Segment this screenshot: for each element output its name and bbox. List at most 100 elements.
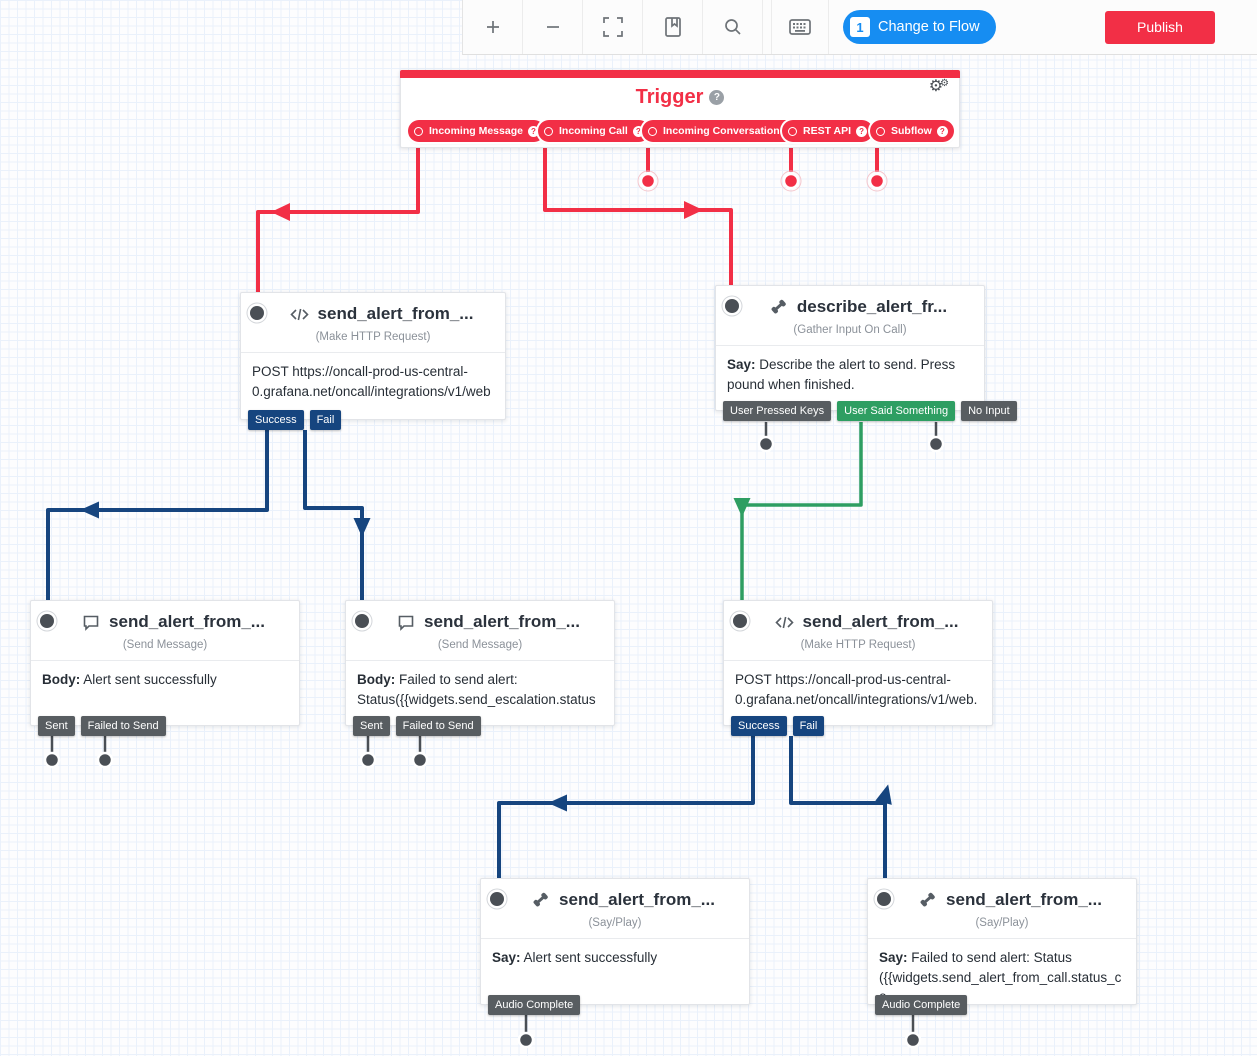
- help-icon[interactable]: ?: [527, 125, 539, 137]
- connector-incoming-call: [543, 141, 733, 286]
- entry-dot[interactable]: [250, 306, 264, 320]
- transition-tag-no-input[interactable]: No Input: [961, 401, 1017, 421]
- endpoint-dot-failed-2[interactable]: [411, 751, 429, 769]
- divider: [241, 352, 505, 353]
- transition-tag-audio-complete[interactable]: Audio Complete: [488, 995, 581, 1015]
- widget-send-alert-message-fail[interactable]: send_alert_from_... (Send Message) Body:…: [345, 600, 615, 736]
- arrow-down-icon: [733, 498, 751, 517]
- widget-title: send_alert_from_...: [317, 304, 474, 323]
- flow-count-badge: 1: [850, 17, 870, 37]
- arrow-up-icon: [875, 784, 892, 805]
- widget-say-fail[interactable]: send_alert_from_... (Say/Play) Say: Fail…: [867, 878, 1137, 1015]
- zoom-in-button[interactable]: [463, 0, 523, 54]
- fit-view-button[interactable]: [583, 0, 643, 54]
- endpoint-dot-audio-complete-1[interactable]: [517, 1031, 535, 1049]
- code-icon: [289, 305, 310, 324]
- connector-gather-said-something: [740, 422, 863, 600]
- endpoint-dot-sent-1[interactable]: [43, 751, 61, 769]
- keyboard-shortcuts-button[interactable]: [771, 0, 829, 54]
- widget-title: send_alert_from_...: [424, 612, 580, 631]
- gears-icon[interactable]: ⚙⚙: [928, 78, 949, 95]
- help-icon[interactable]: ?: [936, 125, 948, 137]
- widget-describe-alert[interactable]: describe_alert_fr... (Gather Input On Ca…: [715, 285, 1017, 421]
- trigger-pill-subflow[interactable]: Subflow?: [870, 120, 954, 142]
- change-to-flow-button[interactable]: 1 Change to Flow: [843, 10, 996, 44]
- widget-title: send_alert_from_...: [109, 612, 265, 631]
- divider: [724, 660, 992, 661]
- transition-tag-failed-to-send[interactable]: Failed to Send: [80, 716, 166, 736]
- arrow-right-icon: [684, 201, 703, 219]
- widget-type: (Gather Input On Call): [793, 324, 907, 336]
- transition-tag-sent[interactable]: Sent: [353, 716, 390, 736]
- transition-tag-user-said-something[interactable]: User Said Something: [837, 401, 956, 421]
- connection-ring-icon: [544, 126, 553, 136]
- endpoint-dot-sent-2[interactable]: [359, 751, 377, 769]
- widget-type: (Send Message): [122, 639, 208, 651]
- trigger-pill-rest-api[interactable]: REST API?: [782, 120, 874, 142]
- widget-body: Body: Failed to send alert: Status({{wid…: [357, 672, 596, 726]
- widget-type: (Make HTTP Request): [800, 639, 916, 651]
- transition-tag-fail[interactable]: Fail: [792, 716, 825, 736]
- chat-icon: [396, 613, 416, 632]
- widget-send-alert-http-1[interactable]: send_alert_from_... (Make HTTP Request) …: [240, 292, 506, 430]
- divider: [31, 660, 299, 661]
- trigger-accent-bar: [400, 70, 960, 78]
- entry-dot[interactable]: [40, 614, 54, 628]
- connector-incoming-message: [256, 141, 420, 292]
- endpoint-dot-audio-complete-2[interactable]: [904, 1031, 922, 1049]
- endpoint-dot-subflow[interactable]: [868, 172, 886, 190]
- chat-icon: [81, 613, 101, 632]
- endpoint-dot-rest-api[interactable]: [782, 172, 800, 190]
- widget-send-alert-http-2[interactable]: send_alert_from_... (Make HTTP Request) …: [723, 600, 993, 736]
- widget-title: describe_alert_fr...: [796, 297, 948, 316]
- phone-icon: [769, 297, 789, 317]
- divider: [481, 938, 749, 939]
- transition-tag-failed-to-send[interactable]: Failed to Send: [395, 716, 481, 736]
- entry-dot[interactable]: [355, 614, 369, 628]
- publish-button[interactable]: Publish: [1105, 10, 1215, 44]
- transition-tag-sent[interactable]: Sent: [38, 716, 75, 736]
- endpoint-dot-no-input[interactable]: [927, 435, 945, 453]
- entry-dot[interactable]: [877, 892, 891, 906]
- endpoint-dot-failed-1[interactable]: [96, 751, 114, 769]
- connector-http2-fail: [789, 736, 887, 878]
- divider: [346, 660, 614, 661]
- help-icon[interactable]: ?: [709, 90, 725, 106]
- widget-body: POST https://oncall-prod-us-central-0.gr…: [735, 672, 978, 726]
- transition-tag-success[interactable]: Success: [731, 716, 787, 736]
- widget-body: Say: Describe the alert to send. Press p…: [727, 357, 956, 392]
- trigger-pill-incoming-message[interactable]: Incoming Message?: [408, 120, 545, 142]
- help-icon[interactable]: ?: [856, 125, 868, 137]
- widget-type: (Say/Play): [975, 917, 1029, 929]
- help-icon[interactable]: ?: [632, 125, 644, 137]
- search-button[interactable]: [703, 0, 763, 54]
- connection-ring-icon: [414, 126, 423, 136]
- transition-tag-audio-complete[interactable]: Audio Complete: [875, 995, 968, 1015]
- connection-ring-icon: [876, 126, 885, 136]
- transition-tag-fail[interactable]: Fail: [309, 410, 342, 430]
- zoom-out-button[interactable]: [523, 0, 583, 54]
- widget-type: (Send Message): [437, 639, 523, 651]
- widget-type: (Make HTTP Request): [315, 331, 431, 343]
- endpoint-dot-incoming-conversation[interactable]: [639, 172, 657, 190]
- entry-dot[interactable]: [490, 892, 504, 906]
- connector-http1-success: [46, 430, 269, 600]
- widget-title: send_alert_from_...: [946, 890, 1102, 909]
- arrow-left-icon: [271, 203, 290, 221]
- arrow-left-icon: [80, 501, 99, 519]
- transition-tag-success[interactable]: Success: [248, 410, 304, 430]
- entry-dot[interactable]: [725, 299, 739, 313]
- phone-icon: [531, 890, 551, 910]
- widget-title: send_alert_from_...: [802, 612, 959, 631]
- transition-tag-user-pressed-keys[interactable]: User Pressed Keys: [723, 401, 832, 421]
- widget-send-alert-message-success[interactable]: send_alert_from_... (Send Message) Body:…: [30, 600, 300, 736]
- entry-dot[interactable]: [733, 614, 747, 628]
- trigger-pill-incoming-call[interactable]: Incoming Call?: [538, 120, 650, 142]
- trigger-pill-incoming-conversation[interactable]: Incoming Conversation?: [642, 120, 802, 142]
- trigger-widget[interactable]: Trigger? ⚙⚙ Incoming Message? Incoming C…: [400, 70, 960, 148]
- endpoint-dot-user-pressed-keys[interactable]: [757, 435, 775, 453]
- widget-say-success[interactable]: send_alert_from_... (Say/Play) Say: Aler…: [480, 878, 750, 1015]
- changelog-button[interactable]: [643, 0, 703, 54]
